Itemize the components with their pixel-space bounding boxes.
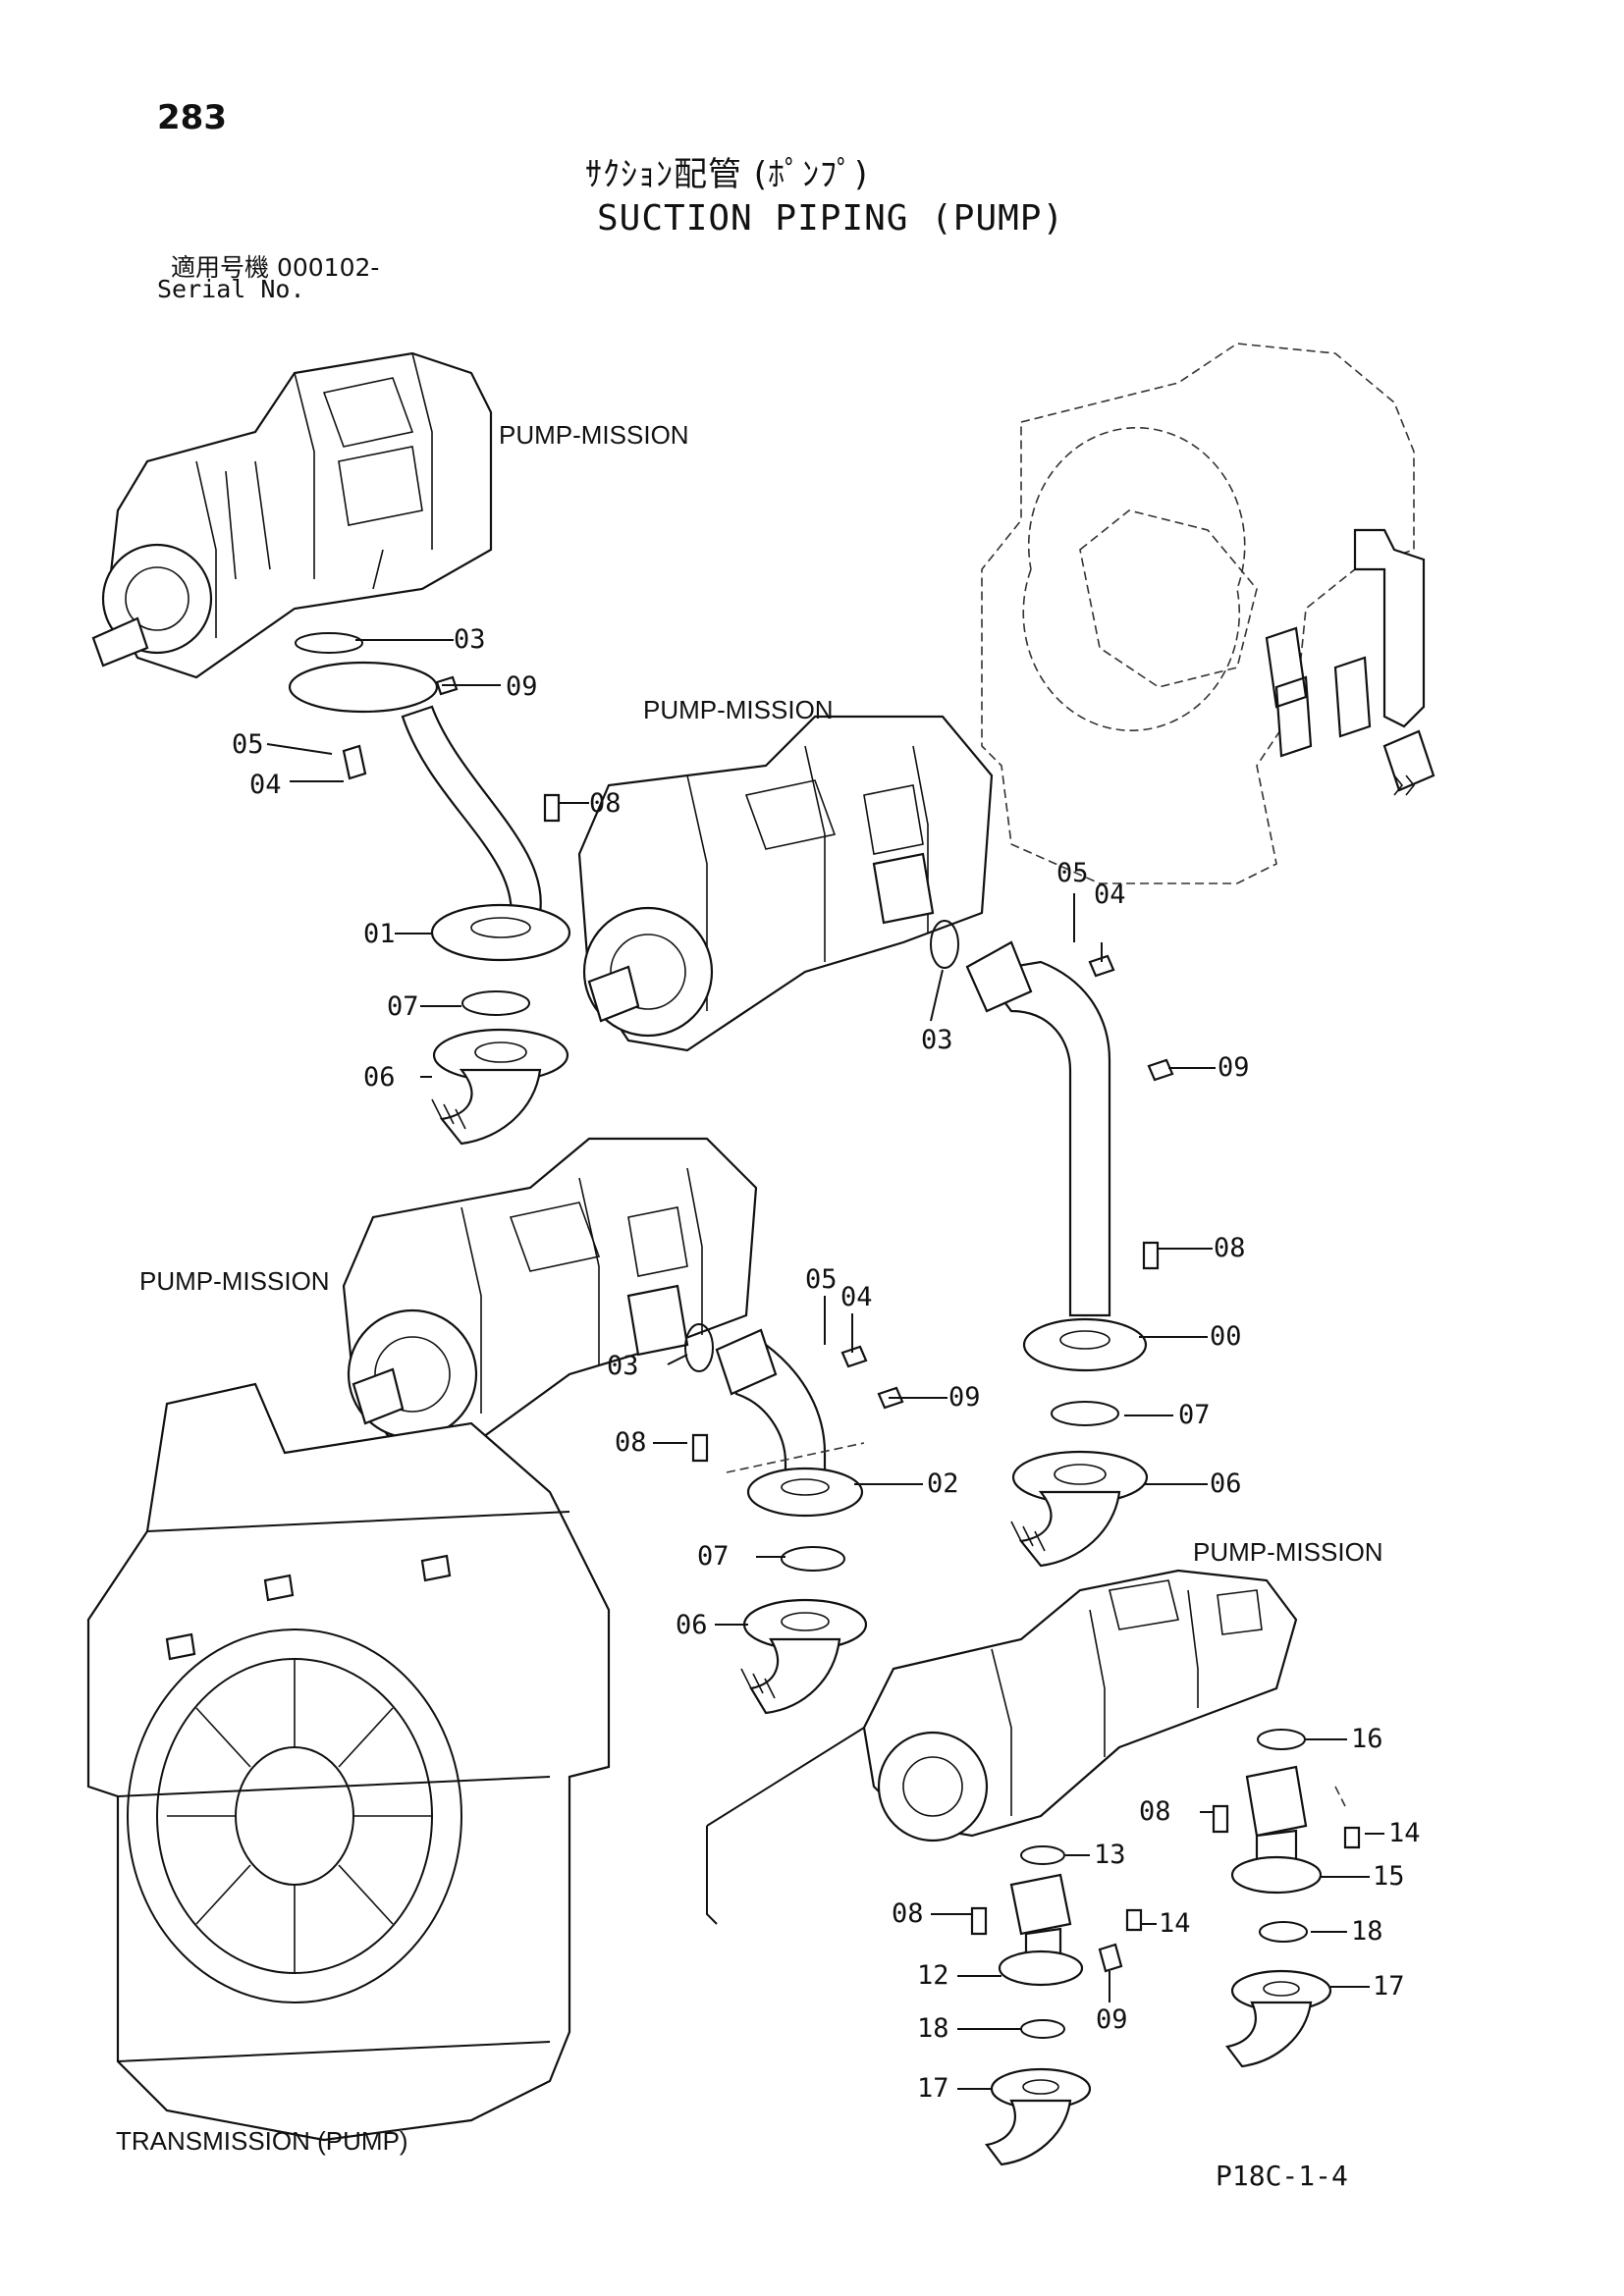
page-number: 283 [157,98,227,137]
callout-18: 18 [1351,1916,1383,1947]
pump-mission-middle: PUMP-MISSION [577,695,994,1052]
transmission-label: TRANSMISSION (PUMP) [116,2126,408,2156]
callout-07: 07 [387,991,419,1022]
callout-05: 05 [1056,858,1089,888]
figure-code: P18C-1-4 [1216,2160,1348,2192]
callout-00: 00 [1210,1321,1242,1352]
callout-16: 16 [1351,1724,1383,1754]
engine-assembly-top-right [981,343,1435,884]
pump-mission-label: PUMP-MISSION [643,695,834,724]
transmission-housing: TRANSMISSION (PUMP) [86,1382,611,2156]
callout-04: 04 [249,770,282,800]
callout-06: 06 [676,1610,708,1640]
callout-14: 14 [1388,1818,1421,1848]
callout-09: 09 [506,671,538,702]
suction-pipes [288,661,1323,1987]
callout-14: 14 [1159,1908,1191,1939]
callout-08: 08 [615,1427,647,1458]
pump-mission-bottom-right: PUMP-MISSION [862,1537,1383,1842]
callout-06: 06 [363,1062,396,1093]
callout-12: 12 [917,1960,949,1991]
callout-17: 17 [1373,1971,1405,2002]
callout-05: 05 [232,729,264,760]
callout-03: 03 [607,1351,639,1381]
callout-08: 08 [1214,1233,1246,1263]
callout-08: 08 [589,788,622,819]
callout-17: 17 [917,2073,949,2104]
callout-numbers: 03 09 05 04 08 01 07 06 03 05 04 09 08 0… [232,624,1421,2104]
pump-mission-label: PUMP-MISSION [499,420,689,450]
callout-09: 09 [948,1382,981,1413]
callout-08: 08 [1139,1796,1171,1827]
callout-03: 03 [921,1025,953,1055]
pump-mission-label: PUMP-MISSION [1193,1537,1383,1567]
pump-mission-top-left: PUMP-MISSION [91,351,689,679]
callout-15: 15 [1373,1861,1405,1892]
page-title: SUCTION PIPING (PUMP) [597,198,1065,239]
callout-01: 01 [363,919,396,949]
callout-02: 02 [927,1468,959,1499]
callout-07: 07 [697,1541,730,1572]
callout-07: 07 [1178,1400,1211,1430]
bolts [342,675,1361,1973]
callout-08: 08 [892,1898,924,1929]
suction-elbows [431,1028,1332,2166]
leader-lines [266,639,1384,2090]
pump-mission-label: PUMP-MISSION [139,1266,330,1296]
callout-18: 18 [917,2013,949,2044]
callout-13: 13 [1094,1840,1126,1870]
serial-range-japanese: 適用号機 000102- [171,253,380,282]
callout-06: 06 [1210,1468,1242,1499]
callout-05: 05 [805,1264,838,1295]
callout-03: 03 [454,624,486,655]
callout-04: 04 [1094,880,1126,910]
callout-09: 09 [1096,2004,1128,2035]
callout-04: 04 [840,1282,873,1312]
callout-09: 09 [1218,1052,1250,1083]
page-title-japanese: ｻｸｼｮﾝ配管 (ﾎﾟﾝﾌﾟ) [585,155,869,194]
serial-label: Serial No. [157,275,305,303]
